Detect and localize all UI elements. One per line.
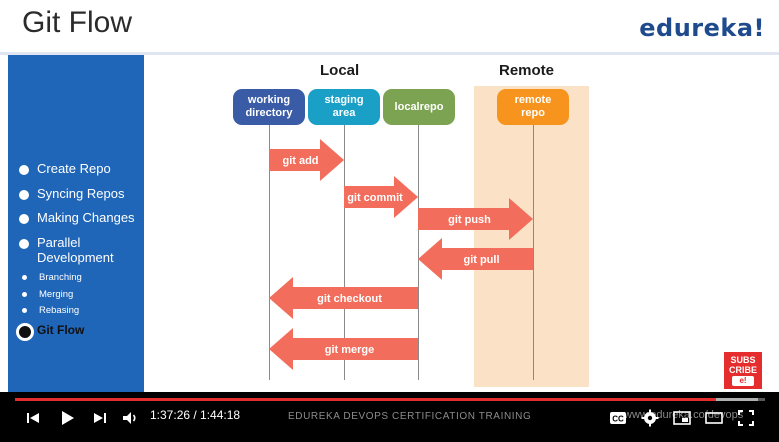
arrow-git-checkout bbox=[269, 277, 418, 319]
localrepo-lifeline bbox=[418, 125, 419, 380]
sidebar-item-label: Branching bbox=[39, 272, 82, 283]
remote-zone bbox=[474, 86, 589, 387]
skip-next-icon[interactable] bbox=[90, 408, 110, 428]
sidebar-item-label: Making Changes bbox=[37, 210, 135, 225]
sidebar-item-label: Syncing Repos bbox=[37, 186, 125, 201]
play-icon[interactable] bbox=[57, 408, 77, 428]
bullet-icon bbox=[19, 190, 29, 200]
title-divider bbox=[0, 52, 779, 55]
subscribe-text: SUBS bbox=[730, 355, 756, 365]
progress-bar[interactable] bbox=[15, 398, 765, 401]
arrow-label: git checkout bbox=[317, 293, 382, 305]
bullet-icon bbox=[22, 292, 27, 297]
node-label: repo bbox=[521, 107, 545, 119]
remote-header: Remote bbox=[499, 62, 555, 79]
progress-played bbox=[15, 398, 716, 401]
arrow-git-commit bbox=[344, 176, 418, 218]
subscribe-button[interactable]: SUBS CRIBE e! bbox=[724, 352, 762, 389]
bullet-icon bbox=[19, 214, 29, 224]
bullet-icon bbox=[19, 239, 29, 249]
bullet-icon bbox=[19, 165, 29, 175]
slide-title: Git Flow bbox=[22, 6, 133, 39]
working-directory-lifeline bbox=[269, 125, 270, 380]
video-player-controls: 1:37:26 / 1:44:18 EDUREKA DEVOPS CERTIFI… bbox=[0, 392, 779, 442]
arrow-label: git push bbox=[448, 214, 491, 226]
sidebar-item-label-line2: Development bbox=[37, 250, 114, 265]
theater-icon[interactable] bbox=[704, 408, 724, 428]
sidebar-item-label: Create Repo bbox=[37, 161, 111, 176]
bullet-icon bbox=[22, 308, 27, 313]
slide-header: Git Flow edureka! bbox=[0, 0, 779, 52]
subscribe-text: CRIBE bbox=[728, 365, 757, 375]
node-label: area bbox=[332, 107, 356, 119]
sidebar-item-label: Parallel bbox=[37, 235, 81, 250]
progress-buffered bbox=[715, 398, 758, 401]
node-label: remote bbox=[514, 94, 552, 106]
arrow-git-add bbox=[269, 139, 344, 181]
node-label: directory bbox=[245, 107, 293, 119]
arrow-label: git commit bbox=[347, 192, 403, 204]
staging-area-lifeline bbox=[344, 125, 345, 380]
sidebar-item-label: Merging bbox=[39, 289, 74, 300]
localrepo-node: localrepo bbox=[383, 89, 455, 125]
sidebar-item-label: Git Flow bbox=[37, 323, 85, 337]
node-label: staging bbox=[324, 94, 364, 106]
volume-icon[interactable] bbox=[120, 408, 140, 428]
topic-sidebar: Create Repo Syncing Repos Making Changes… bbox=[8, 55, 144, 400]
arrow-git-push bbox=[418, 198, 533, 240]
subscribe-logo: e! bbox=[732, 376, 754, 386]
arrow-label: git add bbox=[282, 155, 318, 167]
edureka-logo: edureka! bbox=[639, 14, 765, 42]
remote-repo-lifeline bbox=[533, 125, 534, 380]
miniplayer-icon[interactable] bbox=[672, 408, 692, 428]
time-display: 1:37:26 / 1:44:18 bbox=[150, 408, 241, 422]
fullscreen-icon[interactable] bbox=[736, 408, 756, 428]
captions-icon[interactable]: CC bbox=[608, 408, 628, 428]
captions-label: CC bbox=[612, 415, 624, 424]
video-title: EDUREKA DEVOPS CERTIFICATION TRAINING bbox=[288, 411, 532, 422]
node-label: localrepo bbox=[394, 100, 444, 113]
local-header: Local bbox=[320, 62, 360, 79]
active-indicator-icon bbox=[16, 323, 34, 341]
arrow-label: git merge bbox=[325, 344, 375, 356]
arrow-git-merge bbox=[269, 328, 418, 370]
settings-icon[interactable] bbox=[640, 408, 660, 428]
arrow-git-pull bbox=[418, 238, 533, 280]
arrows-layer: git add git commit git push git pull git che… bbox=[269, 139, 533, 370]
skip-previous-icon[interactable] bbox=[23, 408, 43, 428]
sidebar-item-label: Rebasing bbox=[39, 305, 80, 316]
arrow-label: git pull bbox=[463, 254, 499, 266]
node-label: working bbox=[247, 94, 291, 106]
bullet-icon bbox=[22, 275, 27, 280]
